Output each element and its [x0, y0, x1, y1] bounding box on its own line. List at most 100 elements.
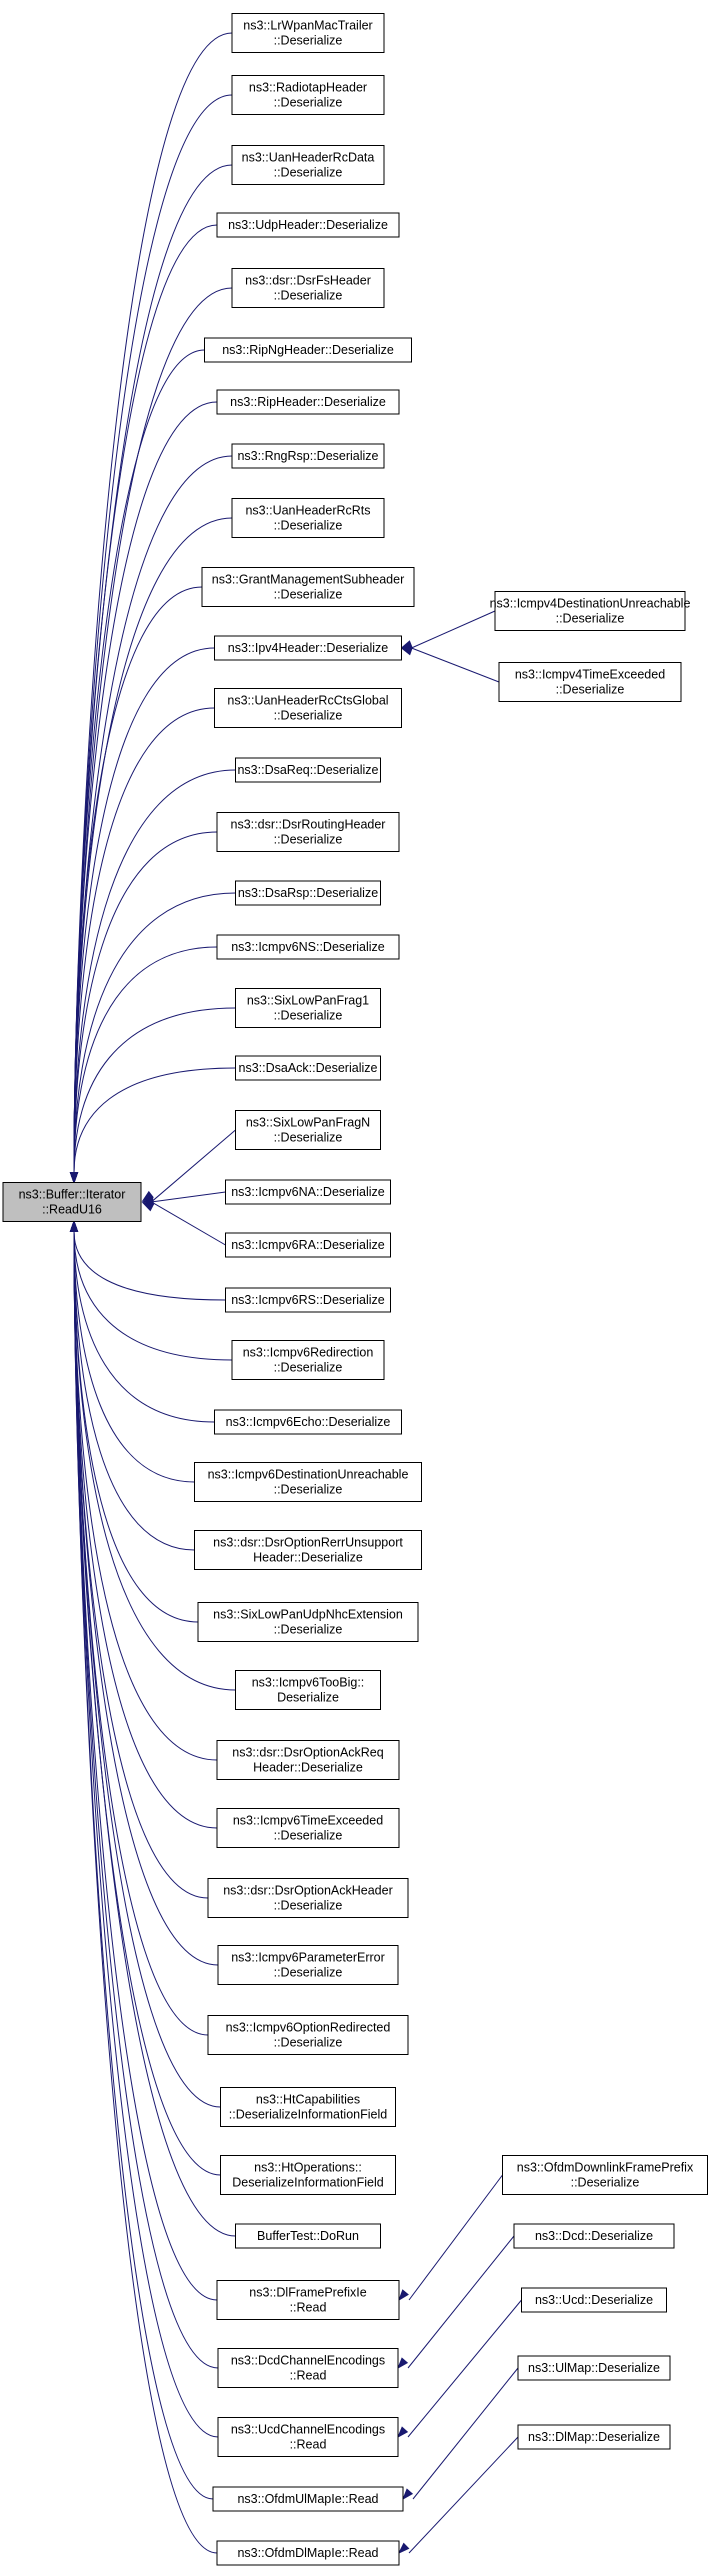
node-ns3-icmpv6timeexceeded-deserialize[interactable]: ns3::Icmpv6TimeExceeded::Deserialize	[216, 1808, 400, 1848]
node-ns3-icmpv6destinationunreachable-deserialize[interactable]: ns3::Icmpv6DestinationUnreachable::Deser…	[194, 1462, 422, 1502]
node-label: ns3::DsaRsp::Deserialize	[238, 886, 378, 900]
node-label: ns3::Icmpv6ParameterError	[231, 1951, 385, 1965]
node-ns3-dsr-dsrfsheader-deserialize[interactable]: ns3::dsr::DsrFsHeader::Deserialize	[231, 268, 385, 308]
arrowhead-s1	[400, 647, 413, 656]
node-ns3-htcapabilities-deserializeinformationfield[interactable]: ns3::HtCapabilities::DeserializeInformat…	[220, 2087, 396, 2127]
node-ns3-dsr-dsroptionrerrunsupportheader-deserialize[interactable]: ns3::dsr::DsrOptionRerrUnsupportHeader::…	[194, 1530, 422, 1570]
node-box	[216, 1808, 400, 1848]
node-label: ns3::UanHeaderRcData	[242, 151, 375, 165]
node-ns3-icmpv6na-deserialize[interactable]: ns3::Icmpv6NA::Deserialize	[225, 1179, 391, 1205]
node-label: ::Deserialize	[274, 1009, 343, 1023]
arrowhead-s2	[398, 2289, 409, 2302]
node-box	[217, 2417, 399, 2457]
node-ns3-icmpv4destinationunreachable-deserialize[interactable]: ns3::Icmpv4DestinationUnreachable::Deser…	[490, 591, 691, 631]
edge-s1-to-c10	[411, 647, 500, 683]
node-ns3-uanheaderrcrts-deserialize[interactable]: ns3::UanHeaderRcRts::Deserialize	[231, 498, 385, 538]
node-ns3-icmpv6echo-deserialize[interactable]: ns3::Icmpv6Echo::Deserialize	[214, 1409, 402, 1435]
node-ns3-ofdmdlmapie-read[interactable]: ns3::OfdmDlMapIe::Read	[216, 2540, 400, 2566]
node-ns3-radiotapheader-deserialize[interactable]: ns3::RadiotapHeader::Deserialize	[231, 75, 385, 115]
node-ns3-ucd-deserialize[interactable]: ns3::Ucd::Deserialize	[521, 2287, 667, 2313]
node-ns3-htoperations-deserializeinformationfield[interactable]: ns3::HtOperations::DeserializeInformatio…	[220, 2155, 396, 2195]
node-label: Header::Deserialize	[253, 1551, 363, 1565]
node-ns3-icmpv6rs-deserialize[interactable]: ns3::Icmpv6RS::Deserialize	[225, 1287, 391, 1313]
node-box	[231, 443, 385, 469]
edge-c20-to-root	[152, 1202, 226, 1246]
node-ns3-sixlowpanudpnhcextension-deserialize[interactable]: ns3::SixLowPanUdpNhcExtension::Deseriali…	[197, 1602, 419, 1642]
node-box	[231, 145, 385, 185]
arrowhead-s5	[402, 2488, 414, 2501]
node-ns3-icmpv6optionredirected-deserialize[interactable]: ns3::Icmpv6OptionRedirected::Deserialize	[207, 2015, 409, 2055]
node-ns3-dsareq-deserialize[interactable]: ns3::DsaReq::Deserialize	[235, 757, 381, 783]
edge-c38-to-root	[73, 1231, 219, 2438]
node-label: ::Read	[290, 2301, 327, 2315]
edge-c30-to-root	[73, 1231, 209, 1899]
node-ns3-icmpv6redirection-deserialize[interactable]: ns3::Icmpv6Redirection::Deserialize	[231, 1340, 385, 1380]
node-ns3-icmpv6parametererror-deserialize[interactable]: ns3::Icmpv6ParameterError::Deserialize	[217, 1945, 399, 1985]
node-ns3-ulmap-deserialize[interactable]: ns3::UlMap::Deserialize	[517, 2355, 671, 2381]
node-box	[2, 1182, 142, 1222]
node-ns3-ofdmulmapie-read[interactable]: ns3::OfdmUlMapIe::Read	[212, 2486, 404, 2512]
node-ns3-ripheader-deserialize[interactable]: ns3::RipHeader::Deserialize	[216, 389, 400, 415]
node-ns3-dsr-dsroptionackreqheader-deserialize[interactable]: ns3::dsr::DsrOptionAckReqHeader::Deseria…	[216, 1740, 400, 1780]
root-node-ns3-buffer-iterator-readu16[interactable]: ns3::Buffer::Iterator::ReadU16	[2, 1182, 142, 1222]
node-label: ::Deserialize	[274, 166, 343, 180]
node-label: ::Deserialize	[274, 1623, 343, 1637]
edge-c35-to-root	[73, 1231, 236, 2237]
node-box	[217, 1945, 399, 1985]
node-ns3-sixlowpanfrag1-deserialize[interactable]: ns3::SixLowPanFrag1::Deserialize	[235, 988, 381, 1028]
node-ns3-dcd-deserialize[interactable]: ns3::Dcd::Deserialize	[513, 2223, 675, 2249]
node-box	[231, 1340, 385, 1380]
node-box	[197, 1602, 419, 1642]
node-box	[235, 988, 381, 1028]
node-ns3-ucdchannelencodings-read[interactable]: ns3::UcdChannelEncodings::Read	[217, 2417, 399, 2457]
node-ns3-dsr-dsroptionackheader-deserialize[interactable]: ns3::dsr::DsrOptionAckHeader::Deserializ…	[207, 1878, 409, 1918]
node-label: ns3::Ipv4Header::Deserialize	[228, 641, 389, 655]
node-box	[502, 2155, 708, 2195]
node-ns3-ipv4header-deserialize[interactable]: ns3::Ipv4Header::Deserialize	[214, 635, 402, 661]
nodes: ns3::Buffer::Iterator::ReadU16 ns3::LrWpa…	[2, 13, 708, 2566]
edge-c28-to-root	[73, 1231, 218, 1761]
edge-c11-to-root	[73, 707, 215, 1173]
node-ns3-icmpv6ns-deserialize[interactable]: ns3::Icmpv6NS::Deserialize	[216, 934, 400, 960]
node-box	[220, 2087, 396, 2127]
node-box	[513, 2223, 675, 2249]
node-label: ns3::DlFramePrefixIe	[249, 2286, 366, 2300]
node-buffertest-dorun[interactable]: BufferTest::DoRun	[235, 2223, 381, 2249]
node-ns3-icmpv4timeexceeded-deserialize[interactable]: ns3::Icmpv4TimeExceeded::Deserialize	[498, 662, 682, 702]
node-box	[231, 75, 385, 115]
arrowhead-s4	[396, 2426, 409, 2439]
node-label: ns3::dsr::DsrOptionAckHeader	[223, 1884, 393, 1898]
node-box	[216, 389, 400, 415]
node-ns3-dsr-dsrroutingheader-deserialize[interactable]: ns3::dsr::DsrRoutingHeader::Deserialize	[216, 812, 400, 852]
node-ns3-dsarsp-deserialize[interactable]: ns3::DsaRsp::Deserialize	[235, 880, 381, 906]
node-ns3-sixlowpanfragn-deserialize[interactable]: ns3::SixLowPanFragN::Deserialize	[235, 1110, 381, 1150]
node-ns3-icmpv6toobig-deserialize[interactable]: ns3::Icmpv6TooBig::Deserialize	[235, 1670, 381, 1710]
node-label: ns3::Ucd::Deserialize	[535, 2293, 653, 2307]
edge-c22-to-root	[73, 1231, 233, 1361]
node-ns3-icmpv6ra-deserialize[interactable]: ns3::Icmpv6RA::Deserialize	[225, 1232, 391, 1258]
node-ns3-udpheader-deserialize[interactable]: ns3::UdpHeader::Deserialize	[216, 212, 400, 238]
node-box	[216, 212, 400, 238]
node-box	[517, 2424, 671, 2450]
node-ns3-lrwpanmactrailer-deserialize[interactable]: ns3::LrWpanMacTrailer::Deserialize	[231, 13, 385, 53]
edge-c21-to-root	[73, 1231, 226, 1301]
node-box	[498, 662, 682, 702]
node-box	[231, 498, 385, 538]
node-ns3-dcdchannelencodings-read[interactable]: ns3::DcdChannelEncodings::Read	[217, 2348, 399, 2388]
node-label: ::ReadU16	[42, 1203, 102, 1217]
node-ns3-uanheaderrcctsglobal-deserialize[interactable]: ns3::UanHeaderRcCtsGlobal::Deserialize	[214, 688, 402, 728]
node-label: ns3::UlMap::Deserialize	[528, 2361, 660, 2375]
node-ns3-ofdmdownlinkframeprefix-deserialize[interactable]: ns3::OfdmDownlinkFramePrefix::Deserializ…	[502, 2155, 708, 2195]
edge-s3-to-c37	[407, 2235, 515, 2369]
node-ns3-dlmap-deserialize[interactable]: ns3::DlMap::Deserialize	[517, 2424, 671, 2450]
node-box	[231, 268, 385, 308]
node-label: DeserializeInformationField	[232, 2176, 384, 2190]
node-ns3-grantmanagementsubheader-deserialize[interactable]: ns3::GrantManagementSubheader::Deseriali…	[201, 567, 415, 607]
node-ns3-dlframeprefixie-read[interactable]: ns3::DlFramePrefixIe::Read	[216, 2280, 400, 2320]
node-ns3-ripngheader-deserialize[interactable]: ns3::RipNgHeader::Deserialize	[204, 337, 412, 363]
node-ns3-dsaack-deserialize[interactable]: ns3::DsaAck::Deserialize	[235, 1055, 381, 1081]
node-ns3-uanheaderrcdata-deserialize[interactable]: ns3::UanHeaderRcData::Deserialize	[231, 145, 385, 185]
node-ns3-rngrsp-deserialize[interactable]: ns3::RngRsp::Deserialize	[231, 443, 385, 469]
node-box	[225, 1287, 391, 1313]
